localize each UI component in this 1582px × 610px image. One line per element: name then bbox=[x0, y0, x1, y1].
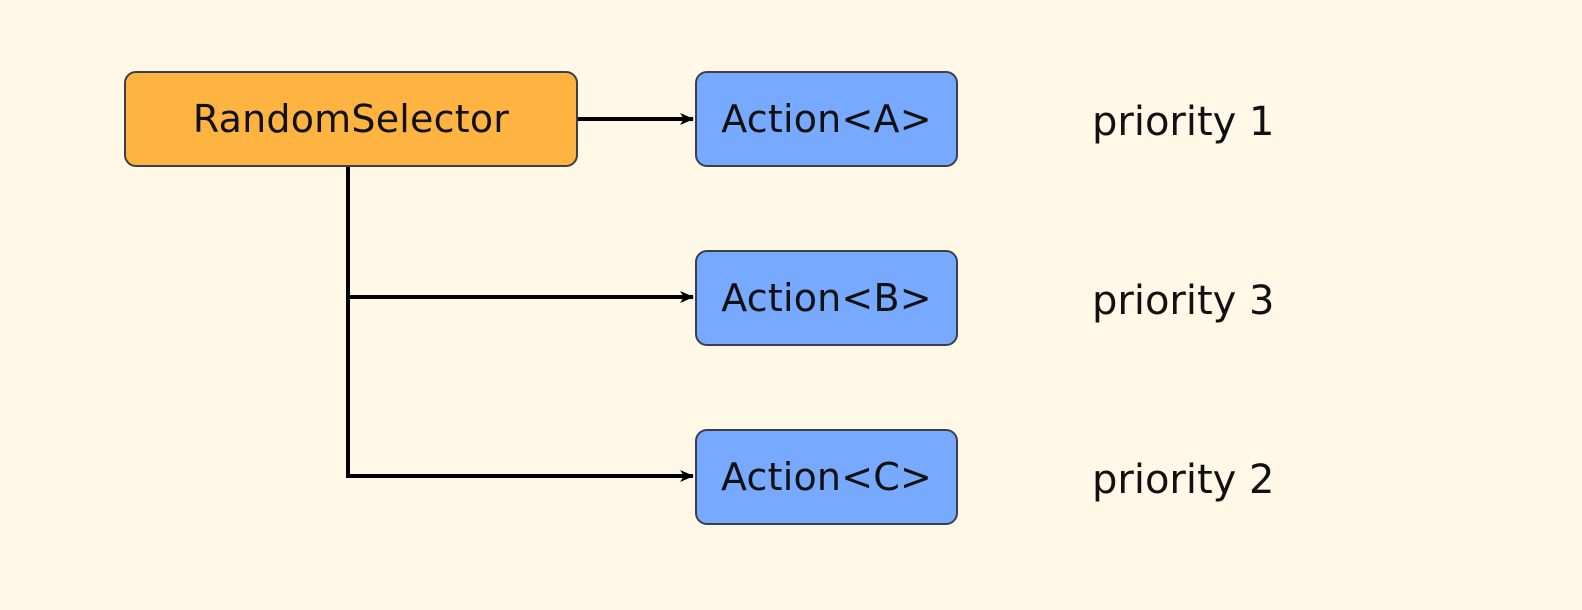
action-c-label: Action<C> bbox=[720, 455, 933, 499]
action-a-label: Action<A> bbox=[721, 97, 932, 141]
random-selector-node: RandomSelector bbox=[124, 71, 578, 167]
priority-a-label: priority 1 bbox=[1092, 99, 1275, 145]
action-a-node: Action<A> bbox=[695, 71, 958, 167]
action-c-node: Action<C> bbox=[695, 429, 958, 525]
priority-c-label: priority 2 bbox=[1092, 457, 1275, 503]
priority-b-label: priority 3 bbox=[1092, 278, 1275, 324]
random-selector-label: RandomSelector bbox=[192, 97, 510, 141]
action-b-node: Action<B> bbox=[695, 250, 958, 346]
action-b-label: Action<B> bbox=[721, 276, 932, 320]
